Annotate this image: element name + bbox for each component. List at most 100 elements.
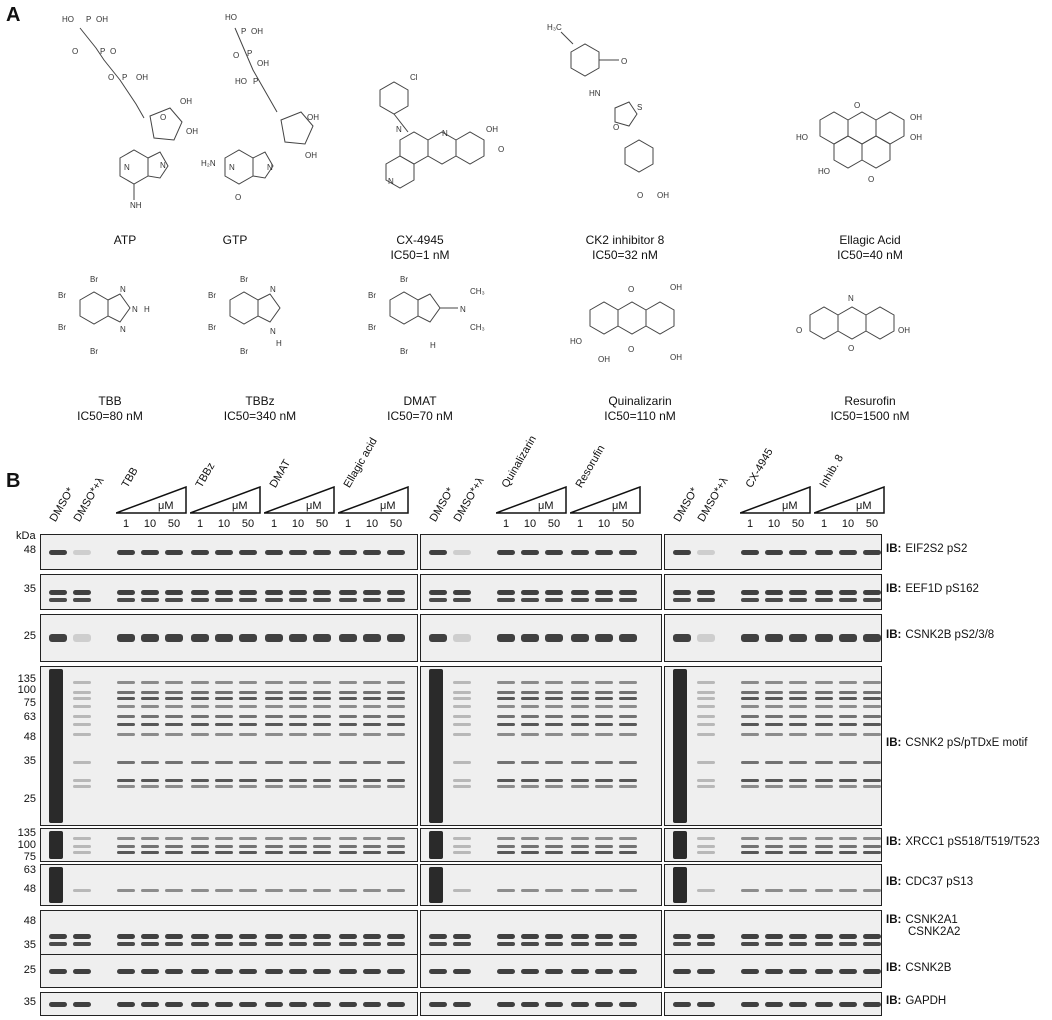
- dose-label: 50: [791, 518, 805, 530]
- band: [141, 889, 159, 892]
- band: [117, 942, 135, 946]
- dose-unit-label: μM: [232, 500, 248, 512]
- dose-label: 10: [291, 518, 305, 530]
- band: [141, 598, 159, 602]
- band: [571, 723, 589, 726]
- band: [815, 715, 833, 718]
- band: [239, 761, 257, 764]
- band: [239, 723, 257, 726]
- mw-marker: 48: [23, 544, 36, 556]
- band: [545, 715, 563, 718]
- band: [191, 851, 209, 854]
- band: [863, 779, 881, 782]
- svg-text:O: O: [233, 51, 239, 60]
- band: [363, 723, 381, 726]
- band: [363, 589, 381, 595]
- band: [497, 691, 515, 694]
- mw-marker: 25: [23, 964, 36, 976]
- band: [741, 634, 759, 642]
- band: [73, 851, 91, 854]
- blot-cdc37-ps13: [664, 864, 882, 906]
- band: [863, 589, 881, 595]
- band: [313, 598, 331, 602]
- svg-text:O: O: [498, 145, 504, 154]
- band: [313, 837, 331, 840]
- mw-marker: 35: [23, 583, 36, 595]
- band: [363, 845, 381, 848]
- svg-text:OH: OH: [136, 73, 148, 82]
- band: [165, 933, 183, 939]
- band: [673, 549, 691, 555]
- band: [765, 845, 783, 848]
- band: [815, 761, 833, 764]
- band: [453, 845, 471, 848]
- band: [497, 889, 515, 892]
- band: [697, 1001, 715, 1007]
- band: [697, 691, 715, 694]
- blot-gapdh: [40, 992, 418, 1016]
- band: [429, 1001, 447, 1007]
- blot-csnk2b: [420, 954, 662, 988]
- band: [619, 779, 637, 782]
- band: [339, 589, 357, 595]
- band: [49, 589, 67, 595]
- mw-marker: 100: [17, 684, 36, 696]
- band: [453, 933, 471, 939]
- band: [789, 715, 807, 718]
- band: [265, 779, 283, 782]
- band: [545, 785, 563, 788]
- band: [741, 733, 759, 736]
- svg-text:CH₃: CH₃: [470, 323, 485, 332]
- band: [289, 761, 307, 764]
- band: [863, 785, 881, 788]
- band: [765, 589, 783, 595]
- band: [765, 634, 783, 642]
- blot-eef1d-ps162: [40, 574, 418, 610]
- band: [339, 837, 357, 840]
- band: [73, 1001, 91, 1007]
- band: [387, 779, 405, 782]
- svg-text:O: O: [796, 326, 802, 335]
- band: [49, 598, 67, 602]
- band: [141, 723, 159, 726]
- svg-text:OH: OH: [180, 97, 192, 106]
- band: [571, 968, 589, 974]
- band: [191, 681, 209, 684]
- band: [571, 779, 589, 782]
- band: [619, 785, 637, 788]
- band: [497, 723, 515, 726]
- band: [765, 715, 783, 718]
- band: [765, 837, 783, 840]
- svg-text:Br: Br: [90, 347, 98, 356]
- compound-ck2-inhibitor-8: CK2 inhibitor 8 IC50=32 nM: [545, 233, 705, 263]
- compound-ic50: IC50=32 nM: [592, 248, 658, 262]
- band: [429, 634, 447, 642]
- band: [387, 889, 405, 892]
- band: [839, 691, 857, 694]
- band: [863, 889, 881, 892]
- band: [265, 634, 283, 642]
- dose-ramp-triangle: [190, 486, 261, 514]
- band: [697, 942, 715, 946]
- band: [239, 942, 257, 946]
- compound-name: CK2 inhibitor 8: [585, 233, 665, 247]
- band: [265, 705, 283, 708]
- svg-text:OH: OH: [251, 27, 263, 36]
- band: [815, 681, 833, 684]
- band: [453, 715, 471, 718]
- band: [863, 598, 881, 602]
- mw-marker: 48: [23, 915, 36, 927]
- band: [117, 761, 135, 764]
- band: [215, 705, 233, 708]
- band: [595, 634, 613, 642]
- band: [313, 549, 331, 555]
- band: [117, 785, 135, 788]
- band: [215, 933, 233, 939]
- dose-label: 10: [523, 518, 537, 530]
- band: [453, 691, 471, 694]
- band: [595, 779, 613, 782]
- band: [73, 779, 91, 782]
- dose-unit-label: μM: [538, 500, 554, 512]
- svg-text:OH: OH: [670, 283, 682, 292]
- band: [497, 598, 515, 602]
